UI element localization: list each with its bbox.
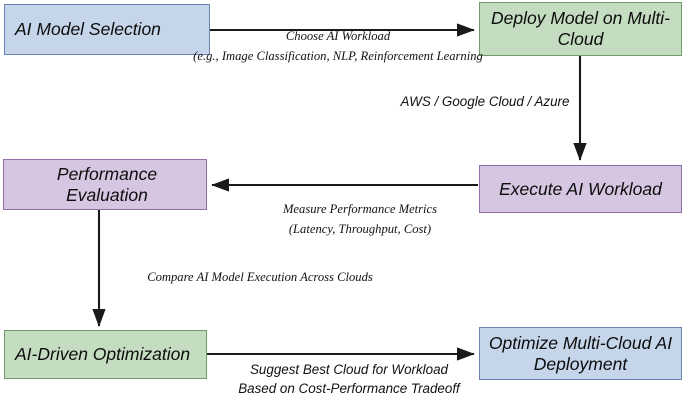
edge-label-measure-metrics: Measure Performance Metrics (Latency, Th… — [282, 202, 438, 236]
edge-label-choose-workload: Choose AI Workload (e.g., Image Classifi… — [193, 29, 483, 63]
node-execute-ai-workload[interactable]: Execute AI Workload — [479, 165, 682, 213]
edge-label-cloud-providers: AWS / Google Cloud / Azure — [400, 94, 570, 109]
node-performance-evaluation[interactable]: Performance Evaluation — [3, 159, 207, 210]
edge-label-compare-models: Compare AI Model Execution Across Clouds — [147, 270, 373, 284]
edge-label-suggest-cloud: Suggest Best Cloud for Workload Based on… — [238, 362, 460, 397]
node-optimize-multi-cloud-deployment[interactable]: Optimize Multi-Cloud AI Deployment — [479, 327, 682, 380]
node-deploy-model[interactable]: Deploy Model on Multi-Cloud — [479, 2, 682, 56]
node-ai-model-selection[interactable]: AI Model Selection — [4, 4, 210, 55]
node-ai-driven-optimization[interactable]: AI-Driven Optimization — [4, 330, 207, 379]
